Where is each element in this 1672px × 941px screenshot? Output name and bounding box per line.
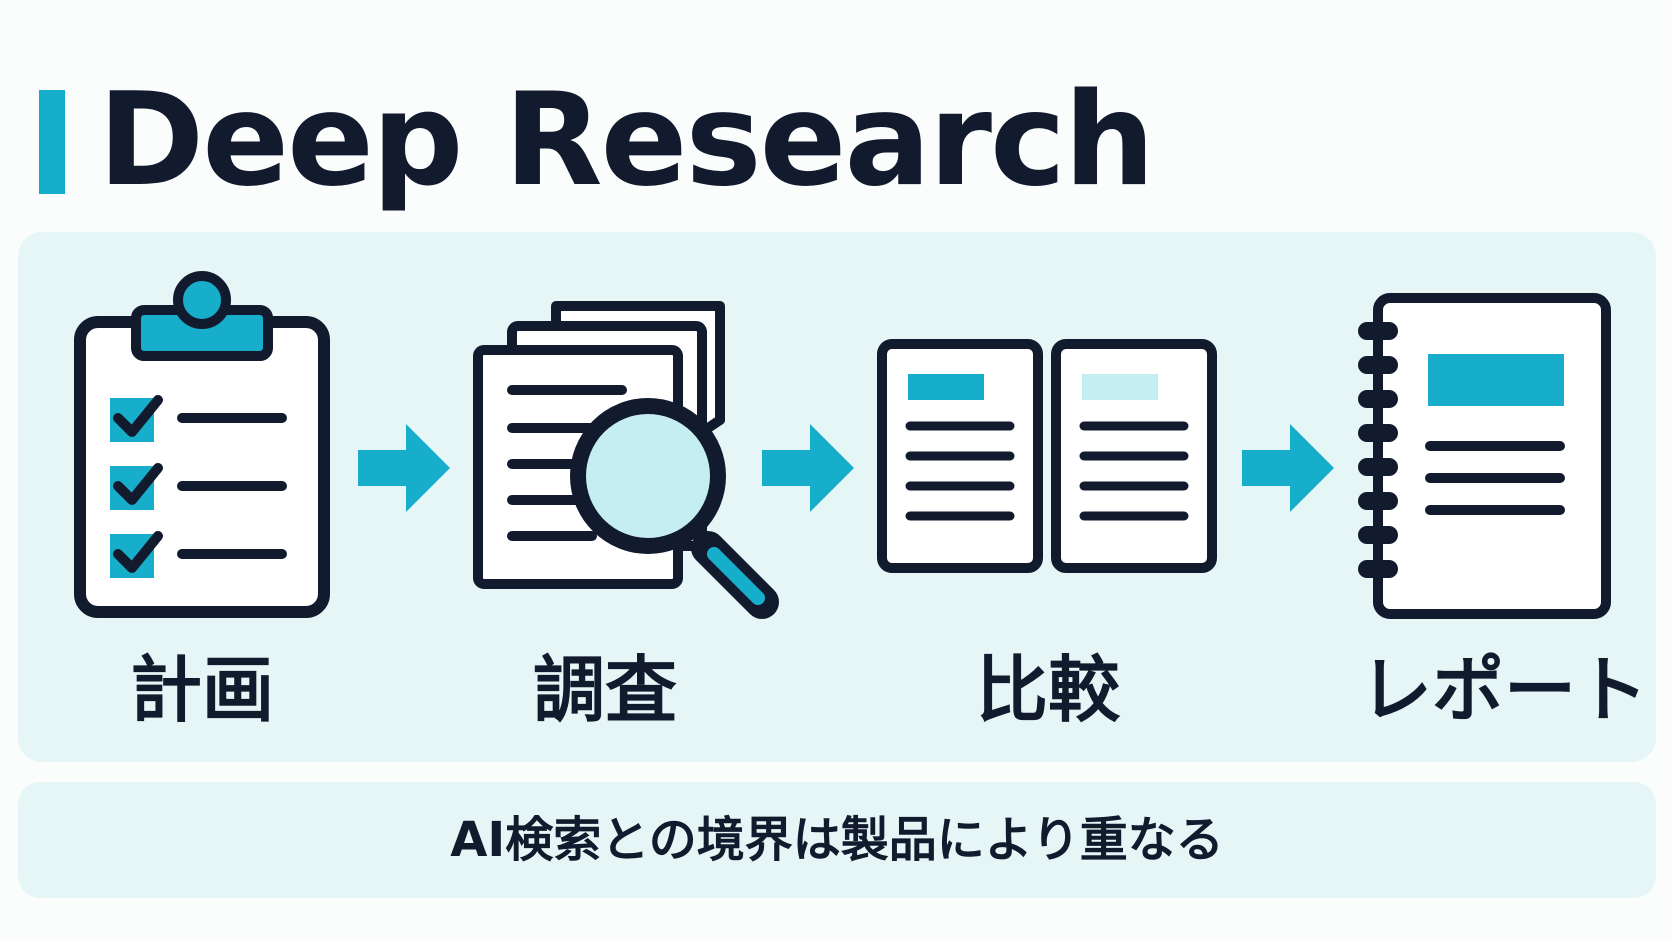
step-label-plan: 計画 <box>129 648 274 732</box>
step-label-compare: 比較 <box>975 648 1120 732</box>
side-by-side-documents-icon <box>877 339 1217 573</box>
clipboard-checklist-icon <box>74 271 330 618</box>
arrow-right-icon <box>358 424 450 512</box>
arrow-right-icon <box>1242 424 1334 512</box>
spiral-notebook-report-icon <box>1358 293 1611 619</box>
footnote-text: AI検索との境界は製品により重なる <box>450 812 1224 868</box>
step-label-report: レポート <box>1359 648 1648 732</box>
page-title: Deep Research <box>98 66 1155 215</box>
footnote-panel: AI検索との境界は製品により重なる <box>18 782 1656 898</box>
step-label-research: 調査 <box>532 648 677 732</box>
arrow-right-icon <box>762 424 854 512</box>
title-accent-bar <box>39 90 65 194</box>
documents-magnifier-icon <box>473 301 779 619</box>
